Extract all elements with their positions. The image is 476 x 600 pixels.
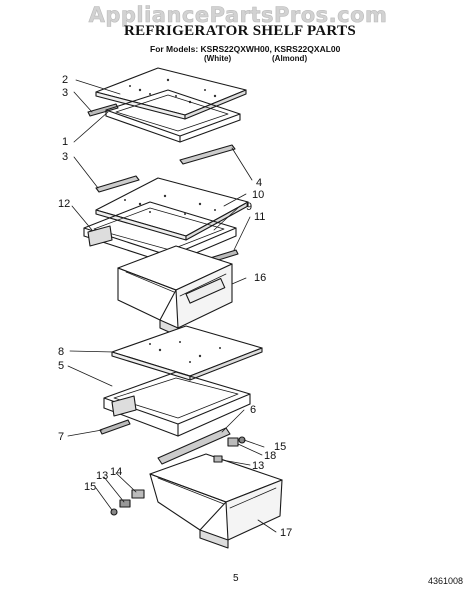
callout-15-left: 15 (84, 481, 96, 493)
document-number: 4361008 (428, 576, 464, 586)
deli-drawer (117, 245, 233, 337)
callout-8: 8 (58, 346, 64, 358)
lower-glass-shelf (111, 325, 263, 381)
finish-almond: (Almond) (272, 54, 308, 63)
callout-13-left: 13 (96, 470, 108, 482)
callout-3-lower: 3 (62, 151, 68, 163)
callout-5: 5 (58, 360, 64, 372)
callout-1: 1 (62, 136, 68, 148)
trim-strip-left (95, 175, 140, 193)
drawer-trim-strip (157, 427, 231, 465)
callout-18: 18 (264, 450, 276, 462)
page-number: 5 (233, 573, 239, 584)
trim-strip-top (87, 103, 119, 117)
hardware-left (110, 489, 145, 516)
callout-4: 4 (256, 177, 262, 189)
hardware-right (213, 436, 246, 463)
model-numbers: For Models: KSRS22QXWH00, KSRS22QXAL00 (150, 44, 341, 54)
callout-11: 11 (254, 211, 265, 223)
callout-15-right: 15 (274, 441, 286, 453)
lower-slide-rail (99, 419, 131, 435)
callout-12: 12 (58, 198, 70, 210)
diagram-title: REFRIGERATOR SHELF PARTS (124, 23, 356, 39)
callout-14: 14 (110, 466, 122, 478)
watermark: AppliancePartsPros.com (88, 3, 388, 28)
callout-3-top: 3 (62, 87, 68, 99)
callout-2: 2 (62, 74, 68, 86)
callout-labels: 2 3 1 3 4 10 12 9 11 16 8 5 6 7 15 18 13… (58, 74, 292, 539)
crisper-pan (149, 453, 283, 549)
finish-white: (White) (204, 54, 232, 63)
top-shelf-frame (105, 89, 241, 143)
callout-leaders (67, 79, 277, 533)
callout-10: 10 (252, 189, 264, 201)
callout-9: 9 (246, 201, 252, 213)
middle-glass-shelf (95, 177, 249, 241)
callout-6: 6 (250, 404, 256, 416)
callout-16: 16 (254, 272, 266, 284)
callout-13-right: 13 (252, 460, 264, 472)
callout-7: 7 (58, 431, 64, 443)
lower-shelf-frame (103, 371, 251, 437)
trim-strip-right (179, 144, 236, 165)
callout-17: 17 (280, 527, 292, 539)
